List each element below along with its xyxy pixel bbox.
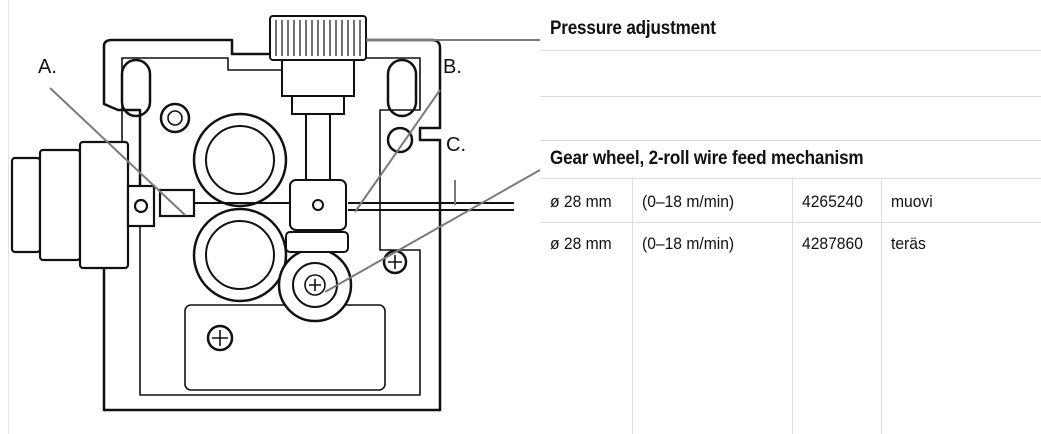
code-cell: 4287860	[802, 234, 863, 253]
size-cell: ø 28 mm	[550, 192, 612, 211]
size-cell: ø 28 mm	[550, 234, 612, 253]
wire-inlet-connector	[10, 140, 196, 270]
screw-bottom	[206, 324, 234, 352]
row-divider	[540, 222, 1041, 223]
row-divider	[540, 96, 1041, 97]
code-cell: 4265240	[802, 192, 863, 211]
hole-left	[159, 102, 191, 134]
slot-top-left	[120, 58, 152, 118]
row-divider	[540, 50, 1041, 51]
column-divider	[632, 178, 633, 434]
speed-cell: (0–18 m/min)	[642, 234, 735, 253]
row-divider	[540, 178, 1041, 179]
leader-b	[354, 89, 441, 213]
pressure-arm	[285, 179, 349, 253]
row-divider	[540, 140, 1041, 141]
material-cell: teräs	[891, 234, 926, 253]
column-divider	[881, 178, 882, 434]
screw-right	[382, 249, 408, 275]
leader-gear	[324, 169, 541, 293]
hole-right	[386, 126, 414, 154]
wire-path	[194, 202, 514, 211]
spec-table: Pressure adjustment Gear wheel, 2-roll w…	[540, 0, 1041, 434]
column-divider	[792, 178, 793, 434]
leader-a	[49, 87, 186, 216]
lower-block	[184, 304, 386, 391]
material-cell: muovi	[891, 192, 933, 211]
gear-wheel-title: Gear wheel, 2-roll wire feed mechanism	[550, 148, 864, 169]
page-border	[8, 0, 9, 434]
callout-a: A.	[38, 56, 57, 78]
pressure-adjustment-title: Pressure adjustment	[550, 18, 716, 39]
speed-cell: (0–18 m/min)	[642, 192, 735, 211]
slot-top-right	[386, 58, 418, 118]
callout-b: B.	[443, 56, 462, 78]
inner-recess	[121, 57, 421, 396]
callout-c: C.	[446, 134, 466, 156]
